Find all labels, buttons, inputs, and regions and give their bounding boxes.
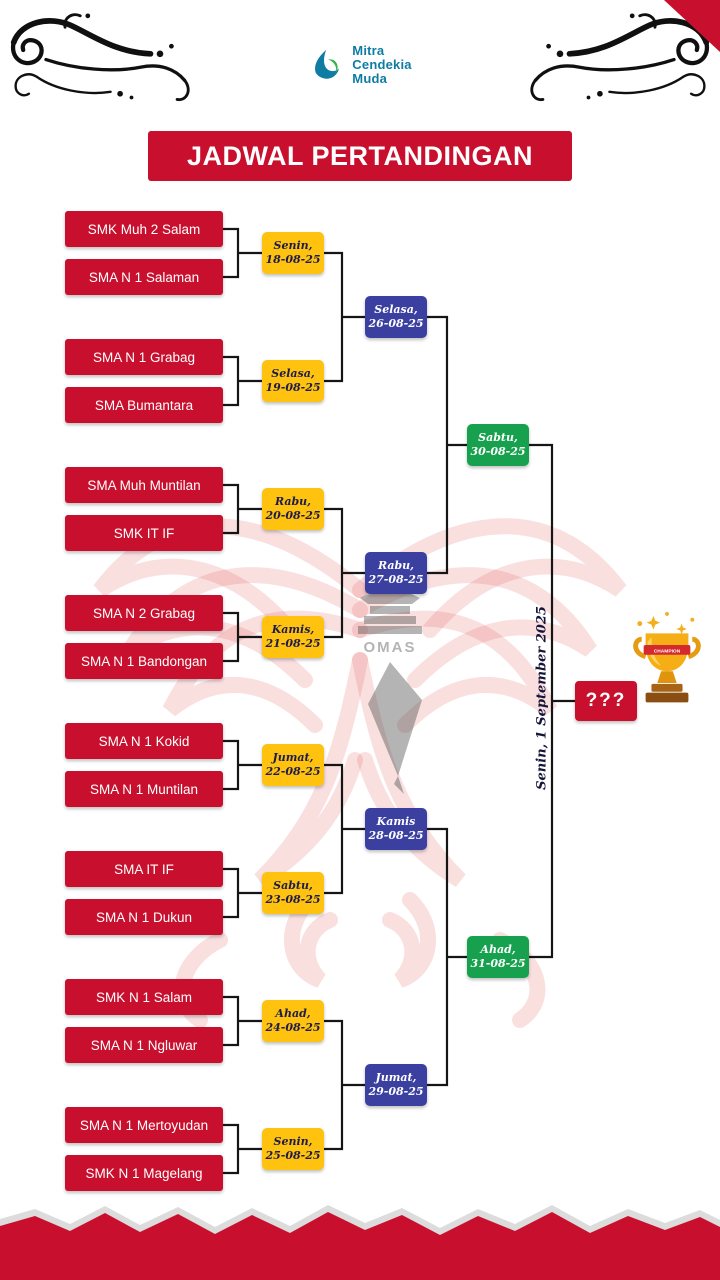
match-date: 23-08-25 bbox=[265, 893, 321, 906]
team-box: SMA N 1 Kokid bbox=[65, 723, 223, 759]
trophy-icon: CHAMPION bbox=[633, 611, 701, 703]
team-box: SMA N 2 Grabag bbox=[65, 595, 223, 631]
match-date-round1: Senin, 18-08-25 bbox=[262, 232, 324, 274]
team-box: SMA N 1 Salaman bbox=[65, 259, 223, 295]
team-box: SMK Muh 2 Salam bbox=[65, 211, 223, 247]
match-date-round2: Kamis 28-08-25 bbox=[365, 808, 427, 850]
match-date: 31-08-25 bbox=[470, 957, 526, 970]
match-day: Selasa, bbox=[374, 302, 418, 316]
team-box: SMA N 1 Mertoyudan bbox=[65, 1107, 223, 1143]
match-date: 19-08-25 bbox=[265, 381, 321, 394]
svg-text:CHAMPION: CHAMPION bbox=[654, 648, 681, 654]
logo-text: Mitra Cendekia Muda bbox=[352, 43, 412, 87]
match-date-semifinal: Ahad, 31-08-25 bbox=[467, 936, 529, 978]
logo-line-3: Muda bbox=[352, 71, 388, 87]
team-box: SMA N 1 Bandongan bbox=[65, 643, 223, 679]
match-date: 24-08-25 bbox=[265, 1021, 321, 1034]
match-date-round1: Sabtu, 23-08-25 bbox=[262, 872, 324, 914]
match-day: Rabu, bbox=[274, 494, 312, 508]
match-day: Jumat, bbox=[375, 1070, 417, 1084]
match-date-round2: Rabu, 27-08-25 bbox=[365, 552, 427, 594]
svg-text:OMAS: OMAS bbox=[364, 639, 417, 656]
team-box: SMA N 1 Grabag bbox=[65, 339, 223, 375]
torn-paper-edge bbox=[0, 1205, 720, 1280]
match-day: Senin, bbox=[273, 238, 313, 252]
final-date-vertical: Senin, 1 September 2025 bbox=[534, 606, 550, 790]
logo-line-1: Mitra bbox=[352, 43, 385, 58]
match-day: Sabtu, bbox=[478, 430, 518, 444]
match-date: 22-08-25 bbox=[265, 765, 321, 778]
team-box: SMK N 1 Salam bbox=[65, 979, 223, 1015]
match-date-round1: Rabu, 20-08-25 bbox=[262, 488, 324, 530]
match-date: 29-08-25 bbox=[368, 1085, 424, 1098]
match-day: Sabtu, bbox=[273, 878, 313, 892]
emblem-watermark: OMAS bbox=[358, 584, 422, 794]
match-date: 25-08-25 bbox=[265, 1149, 321, 1162]
match-day: Senin, bbox=[273, 1134, 313, 1148]
match-day: Kamis, bbox=[271, 622, 315, 636]
match-date-round1: Jumat, 22-08-25 bbox=[262, 744, 324, 786]
match-day: Ahad, bbox=[480, 942, 516, 956]
team-box: SMA Bumantara bbox=[65, 387, 223, 423]
match-date-round1: Senin, 25-08-25 bbox=[262, 1128, 324, 1170]
team-box: SMA IT IF bbox=[65, 851, 223, 887]
match-date: 21-08-25 bbox=[265, 637, 321, 650]
team-box: SMK IT IF bbox=[65, 515, 223, 551]
match-date-round2: Selasa, 26-08-25 bbox=[365, 296, 427, 338]
match-date: 27-08-25 bbox=[368, 573, 424, 586]
logo: Mitra Cendekia Muda bbox=[308, 43, 412, 87]
team-box: SMA N 1 Ngluwar bbox=[65, 1027, 223, 1063]
match-date: 18-08-25 bbox=[265, 253, 321, 266]
team-box: SMA N 1 Muntilan bbox=[65, 771, 223, 807]
match-date: 30-08-25 bbox=[470, 445, 526, 458]
corner-accent-triangle bbox=[664, 0, 720, 52]
match-date: 26-08-25 bbox=[368, 317, 424, 330]
match-date-round1: Kamis, 21-08-25 bbox=[262, 616, 324, 658]
match-date-round1: Selasa, 19-08-25 bbox=[262, 360, 324, 402]
match-day: Jumat, bbox=[272, 750, 314, 764]
sparkles-icon bbox=[637, 611, 695, 635]
match-day: Kamis bbox=[376, 814, 416, 828]
left-flourish-ornament bbox=[10, 13, 190, 101]
page-title: JADWAL PERTANDINGAN bbox=[148, 131, 572, 181]
match-day: Selasa, bbox=[271, 366, 315, 380]
match-date: 28-08-25 bbox=[368, 829, 424, 842]
team-box: SMA N 1 Dukun bbox=[65, 899, 223, 935]
team-box: SMK N 1 Magelang bbox=[65, 1155, 223, 1191]
logo-line-2: Cendekia bbox=[352, 57, 412, 73]
final-winner-placeholder: ??? bbox=[575, 681, 637, 721]
match-date-round2: Jumat, 29-08-25 bbox=[365, 1064, 427, 1106]
match-day: Ahad, bbox=[275, 1006, 311, 1020]
team-box: SMA Muh Muntilan bbox=[65, 467, 223, 503]
logo-drop-icon bbox=[315, 49, 339, 79]
match-date-semifinal: Sabtu, 30-08-25 bbox=[467, 424, 529, 466]
match-date-round1: Ahad, 24-08-25 bbox=[262, 1000, 324, 1042]
match-date: 20-08-25 bbox=[265, 509, 321, 522]
match-day: Rabu, bbox=[377, 558, 415, 572]
